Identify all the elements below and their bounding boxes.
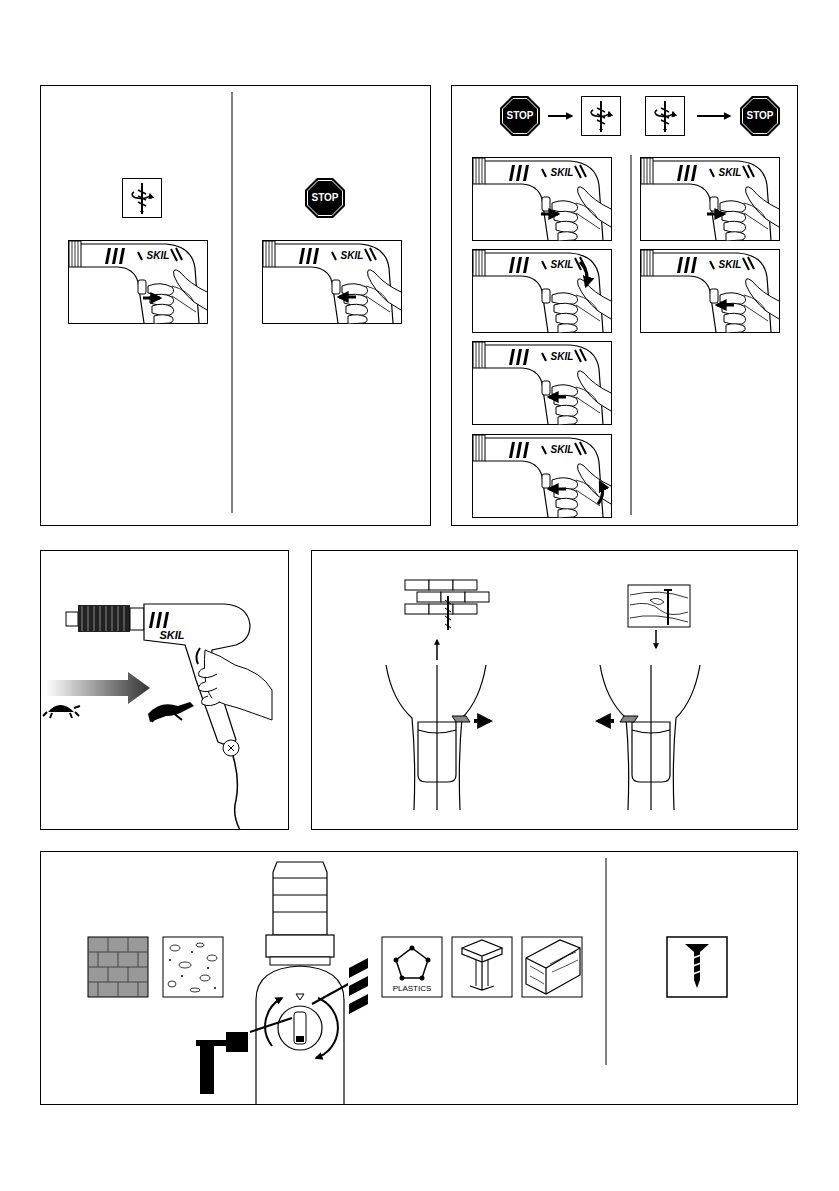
material-label: PLASTICS [392,985,433,993]
brand-mark: SKIL [718,168,743,178]
stop-sign-text: STOP [746,111,773,121]
brand-mark: SKIL [550,445,575,455]
brand-mark: SKIL [550,352,575,362]
brand-mark: SKIL [146,251,171,261]
brand-mark: SKIL [340,251,365,261]
brand-mark: SKIL [550,260,575,270]
brand-mark: SKIL [550,168,575,178]
stop-sign-text: STOP [311,193,338,203]
brand-mark: SKIL [158,630,185,641]
stop-sign-text: STOP [506,111,533,121]
brand-mark: SKIL [718,260,743,270]
